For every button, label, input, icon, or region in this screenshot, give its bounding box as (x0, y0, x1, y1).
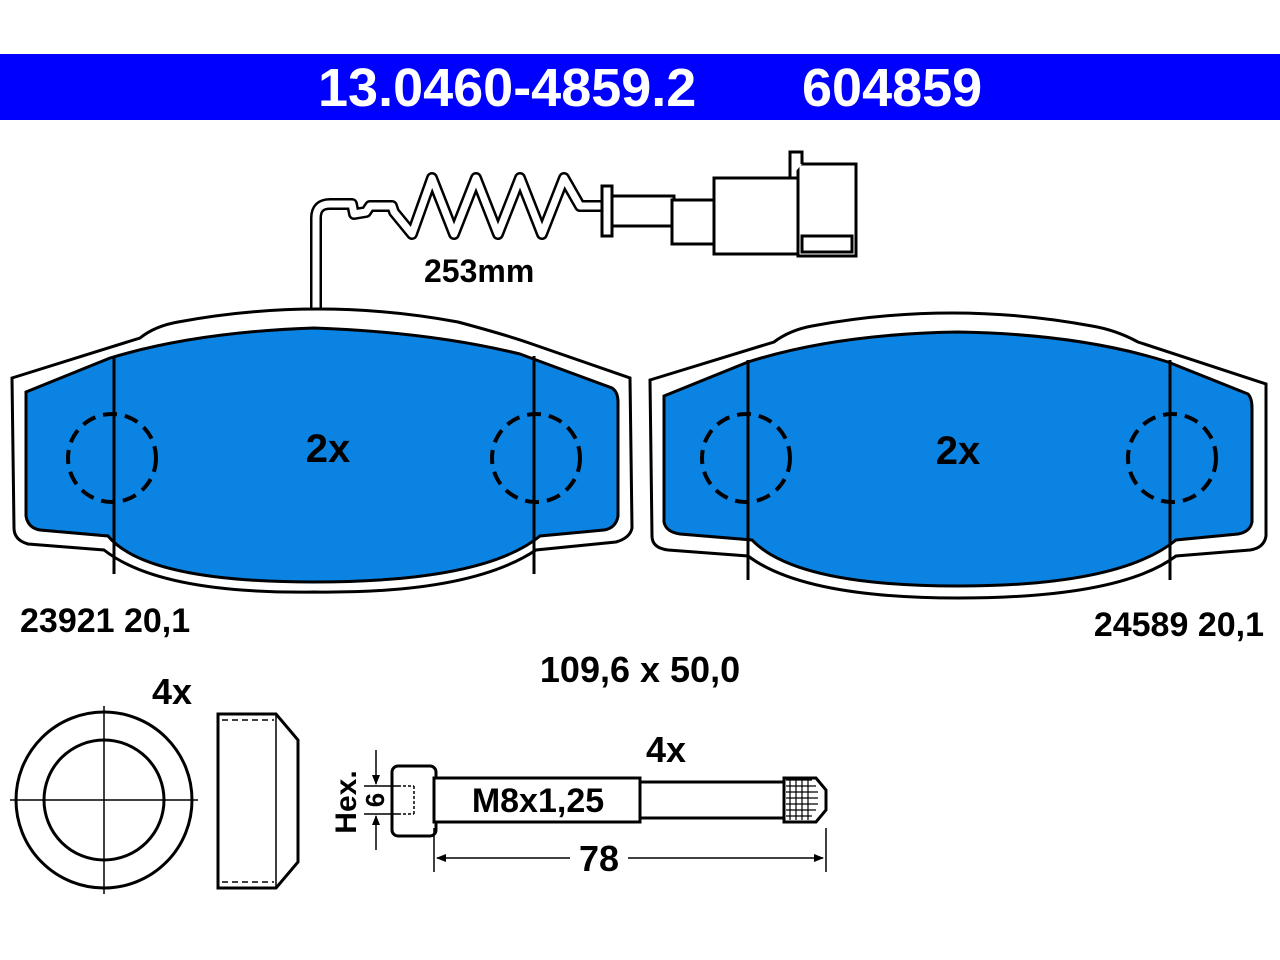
hex-size: 6 (360, 793, 390, 807)
thread-label: M8x1,25 (472, 782, 604, 820)
thread-hatch (786, 779, 818, 820)
pad-dimensions: 109,6 x 50,0 (540, 649, 740, 690)
friction-material-right (662, 330, 1254, 588)
wear-sensor: 253mm (310, 150, 858, 332)
header-bar (0, 54, 1280, 120)
bolt-quantity: 4x (646, 729, 686, 770)
bolt-length: 78 (579, 838, 619, 879)
cable-length-label: 253mm (424, 253, 534, 289)
left-pad-quantity: 2x (306, 427, 351, 471)
brake-pad-left: 2x (10, 307, 634, 594)
brake-pad-right: 2x (648, 311, 1268, 600)
sleeve-quantity: 4x (152, 671, 192, 712)
left-pad-spec: 23921 20,1 (20, 602, 190, 640)
part-number: 13.0460-4859.2 (318, 58, 697, 118)
guide-bolt: 4x M8x1,25 Hex. 6 (330, 729, 828, 879)
friction-material-left (24, 326, 620, 584)
hex-label: Hex. (330, 770, 363, 833)
right-pad-quantity: 2x (936, 429, 981, 473)
connector-plug (600, 150, 858, 258)
sleeve-side-view (216, 712, 300, 890)
reference-number: 604859 (802, 58, 983, 118)
guide-sleeve: 4x (10, 671, 300, 894)
right-pad-spec: 24589 20,1 (1094, 606, 1264, 644)
